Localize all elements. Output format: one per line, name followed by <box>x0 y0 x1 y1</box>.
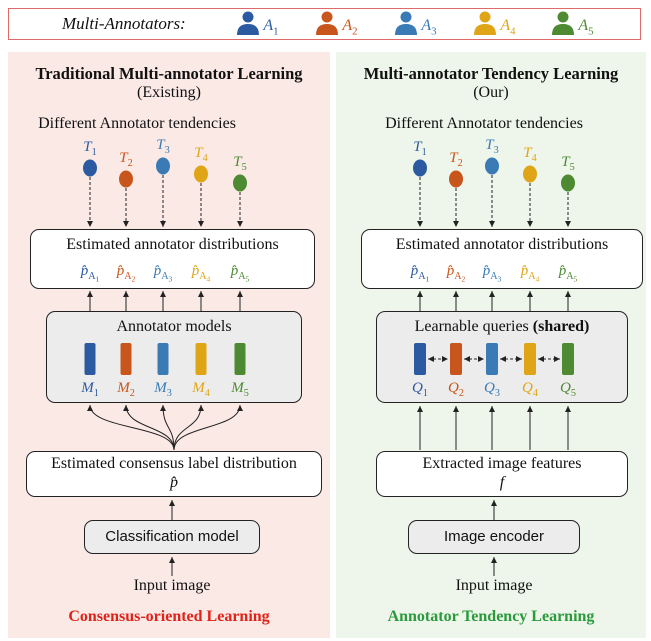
left-distributions-label: Estimated annotator distributions <box>66 236 279 253</box>
left-footer: Consensus-oriented Learning <box>68 608 270 625</box>
learnable-queries-shared: (shared) <box>532 318 590 335</box>
left-tendency-label-1: T1 <box>83 139 96 158</box>
right-tendency-label-2: T2 <box>449 150 462 169</box>
left-tendency-dot-3 <box>156 157 170 175</box>
annotator-models-label: Annotator models <box>116 318 232 335</box>
annotator-1-icon <box>237 11 259 35</box>
annotator-2-label: A2 <box>341 17 357 37</box>
consensus-symbol: p̂ <box>170 474 178 491</box>
legend-annotators: A1 A2 A3 A4 A5 <box>237 11 594 37</box>
right-tendency-dot-4 <box>523 165 537 183</box>
right-title: Multi-annotator Tendency Learning <box>363 64 619 83</box>
consensus-box <box>26 451 322 497</box>
left-bar-label-4: M4 <box>191 380 210 399</box>
left-bar-label-2: M2 <box>116 380 135 399</box>
right-bar-label-5: Q5 <box>560 380 576 399</box>
right-tendency-label-5: T5 <box>561 154 574 173</box>
right-tendency-label-3: T3 <box>485 137 498 156</box>
right-tendency-dot-1 <box>413 159 427 177</box>
left-tendency-label-5: T5 <box>233 154 246 173</box>
left-bar-4 <box>195 343 207 375</box>
right-input-image: Input image <box>455 577 533 594</box>
left-distribution-1: p̂A1 <box>80 263 100 283</box>
left-distribution-5: p̂A5 <box>230 263 250 283</box>
left-bar-1 <box>84 343 96 375</box>
right-distribution-3: p̂A3 <box>482 263 502 283</box>
learnable-queries-label: Learnable queries <box>414 318 529 335</box>
annotator-3-label: A3 <box>420 17 437 37</box>
right-bar-label-4: Q4 <box>522 380 538 399</box>
right-tendencies-label: Different Annotator tendencies <box>385 115 583 132</box>
right-tendency-dot-3 <box>485 157 499 175</box>
legend-title: Multi-Annotators: <box>62 14 186 33</box>
features-box <box>376 451 628 497</box>
left-tendency-dot-2 <box>119 170 133 188</box>
left-bar-2 <box>120 343 132 375</box>
right-distribution-2: p̂A2 <box>446 263 466 283</box>
classification-model-label: Classification model <box>105 528 239 545</box>
right-bar-label-1: Q1 <box>412 380 428 399</box>
consensus-label: Estimated consensus label distribution <box>51 455 297 472</box>
right-bar-4 <box>524 343 536 375</box>
left-distribution-3: p̂A3 <box>153 263 173 283</box>
right-tendency-label-1: T1 <box>413 139 426 158</box>
right-tendency-dot-5 <box>561 174 575 192</box>
right-distributions-box <box>361 229 643 289</box>
right-bar-label-2: Q2 <box>448 380 464 399</box>
classification-model-box <box>84 520 260 554</box>
left-bar-label-5: M5 <box>230 380 249 399</box>
left-bar-label-3: M3 <box>153 380 172 399</box>
left-subtitle: (Existing) <box>137 84 201 101</box>
right-distribution-4: p̂A4 <box>520 263 540 283</box>
left-fan-arrow-5 <box>173 404 243 451</box>
left-tendencies-label: Different Annotator tendencies <box>38 115 236 132</box>
left-tendency-label-3: T3 <box>156 137 169 156</box>
annotator-3-icon <box>395 11 417 35</box>
left-tendency-dot-4 <box>194 165 208 183</box>
right-footer: Annotator Tendency Learning <box>387 608 595 625</box>
learnable-queries-title: Learnable queries (shared) <box>376 318 628 336</box>
left-tendency-label-4: T4 <box>194 145 207 164</box>
left-fan-arrow-2 <box>123 404 175 451</box>
left-distribution-4: p̂A4 <box>191 263 211 283</box>
annotator-5-label: A5 <box>577 17 594 37</box>
left-tendency-dot-5 <box>233 174 247 192</box>
left-tendency-dot-1 <box>83 159 97 177</box>
left-bar-5 <box>234 343 246 375</box>
right-bar-3 <box>486 343 498 375</box>
annotator-1-label: A1 <box>262 17 278 37</box>
annotator-4-label: A4 <box>499 17 516 37</box>
right-bar-2 <box>450 343 462 375</box>
right-tendency-label-4: T4 <box>523 145 536 164</box>
features-symbol: f <box>499 474 505 491</box>
right-subtitle: (Our) <box>473 84 509 101</box>
left-title: Traditional Multi-annotator Learning <box>35 64 303 83</box>
left-fan-arrow-3 <box>160 404 175 451</box>
right-bar-1 <box>414 343 426 375</box>
left-input-image: Input image <box>133 577 211 594</box>
left-distribution-2: p̂A2 <box>116 263 136 283</box>
annotator-2-icon <box>316 11 338 35</box>
right-distribution-1: p̂A1 <box>410 263 430 283</box>
features-label: Extracted image features <box>422 455 582 472</box>
annotator-4-icon <box>474 11 496 35</box>
left-distributions-box <box>30 229 315 289</box>
annotator-5-icon <box>552 11 574 35</box>
left-bar-3 <box>157 343 169 375</box>
right-distribution-5: p̂A5 <box>558 263 578 283</box>
left-tendency-label-2: T2 <box>119 150 132 169</box>
right-bar-label-3: Q3 <box>484 380 500 399</box>
right-distributions-label: Estimated annotator distributions <box>395 236 609 253</box>
left-fan-arrow-4 <box>173 404 204 451</box>
right-bar-5 <box>562 343 574 375</box>
image-encoder-box <box>408 520 580 554</box>
left-fan-arrow-1 <box>87 404 175 451</box>
left-bar-label-1: M1 <box>80 380 99 399</box>
right-tendency-dot-2 <box>449 170 463 188</box>
image-encoder-label: Image encoder <box>443 528 545 545</box>
